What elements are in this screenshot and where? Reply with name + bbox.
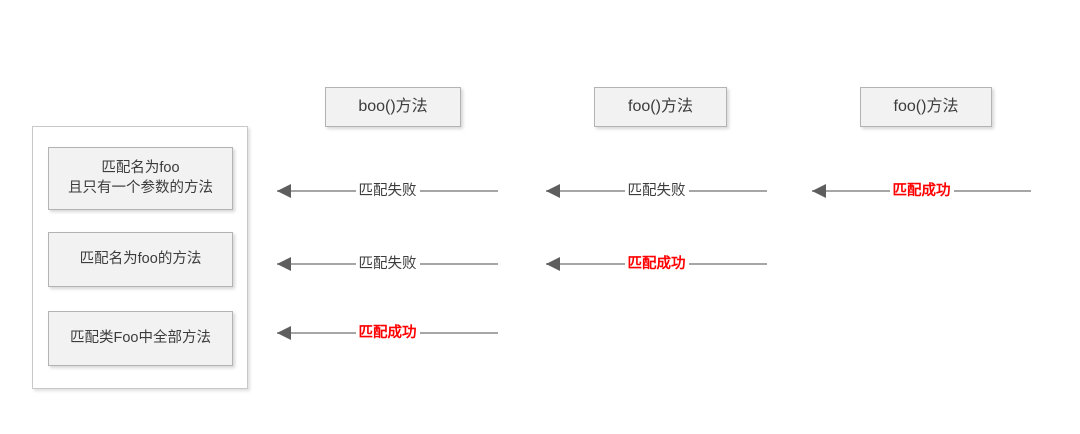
arrow-r2c2: 匹配成功 (546, 251, 767, 277)
method-header-boo: boo()方法 (325, 87, 461, 127)
arrow-left-icon (546, 184, 560, 198)
pointcut-box-1: 匹配名为foo 且只有一个参数的方法 (48, 147, 233, 210)
arrow-r1c3: 匹配成功 (812, 178, 1031, 204)
pointcut-box-2: 匹配名为foo的方法 (48, 232, 233, 287)
arrow-label-r1c1: 匹配失败 (355, 178, 420, 204)
arrow-r1c2: 匹配失败 (546, 178, 767, 204)
arrow-left-icon (277, 184, 291, 198)
arrow-left-icon (277, 326, 291, 340)
arrow-label-r1c3: 匹配成功 (889, 178, 954, 204)
method-header-foo-2: foo()方法 (860, 87, 992, 127)
arrow-label-r1c2: 匹配失败 (624, 178, 689, 204)
arrow-r2c1: 匹配失败 (277, 251, 498, 277)
method-header-foo-1: foo()方法 (594, 87, 727, 127)
arrow-label-r2c1: 匹配失败 (355, 251, 420, 277)
arrow-left-icon (812, 184, 826, 198)
arrow-left-icon (277, 257, 291, 271)
arrow-r3c1: 匹配成功 (277, 320, 498, 346)
arrow-label-r3c1: 匹配成功 (355, 320, 420, 346)
pointcut-box-3: 匹配类Foo中全部方法 (48, 311, 233, 366)
arrow-r1c1: 匹配失败 (277, 178, 498, 204)
arrow-left-icon (546, 257, 560, 271)
arrow-label-r2c2: 匹配成功 (624, 251, 689, 277)
